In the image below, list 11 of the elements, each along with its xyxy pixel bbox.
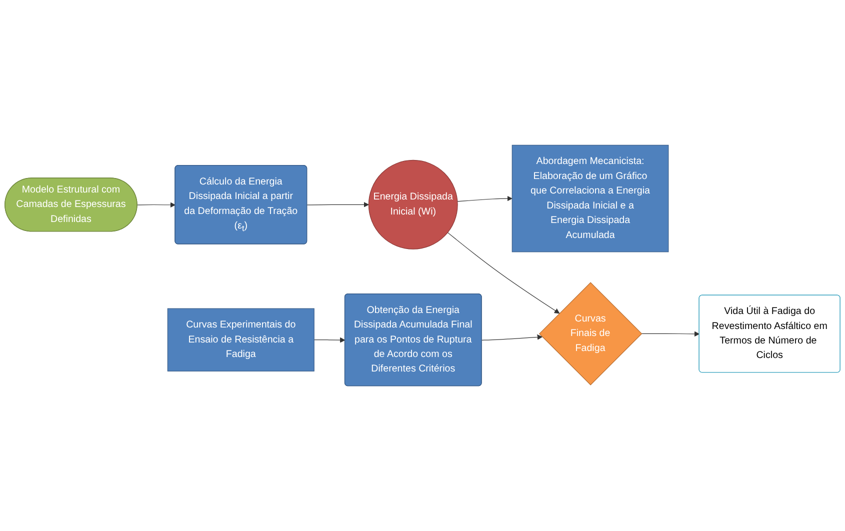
arrow bbox=[447, 232, 560, 314]
arrow bbox=[306, 202, 369, 208]
arrow bbox=[457, 196, 512, 202]
node-box: Abordagem Mecanicista: Elaboração de um Gráfico que Correlaciona a Energia Dissipada Inicial e a Energia Dissipada Acumulada bbox=[512, 144, 669, 252]
node-circle: Energia Dissipada Inicial (Wi) bbox=[368, 160, 458, 250]
node-diamond: Curvas Finais de Fadiga bbox=[538, 282, 642, 386]
arrow bbox=[137, 202, 176, 208]
node-box: Curvas Experimentais do Ensaio de Resistência a Fadiga bbox=[167, 308, 314, 372]
arrow bbox=[482, 334, 542, 340]
arrow bbox=[314, 337, 346, 343]
arrow bbox=[641, 331, 700, 337]
